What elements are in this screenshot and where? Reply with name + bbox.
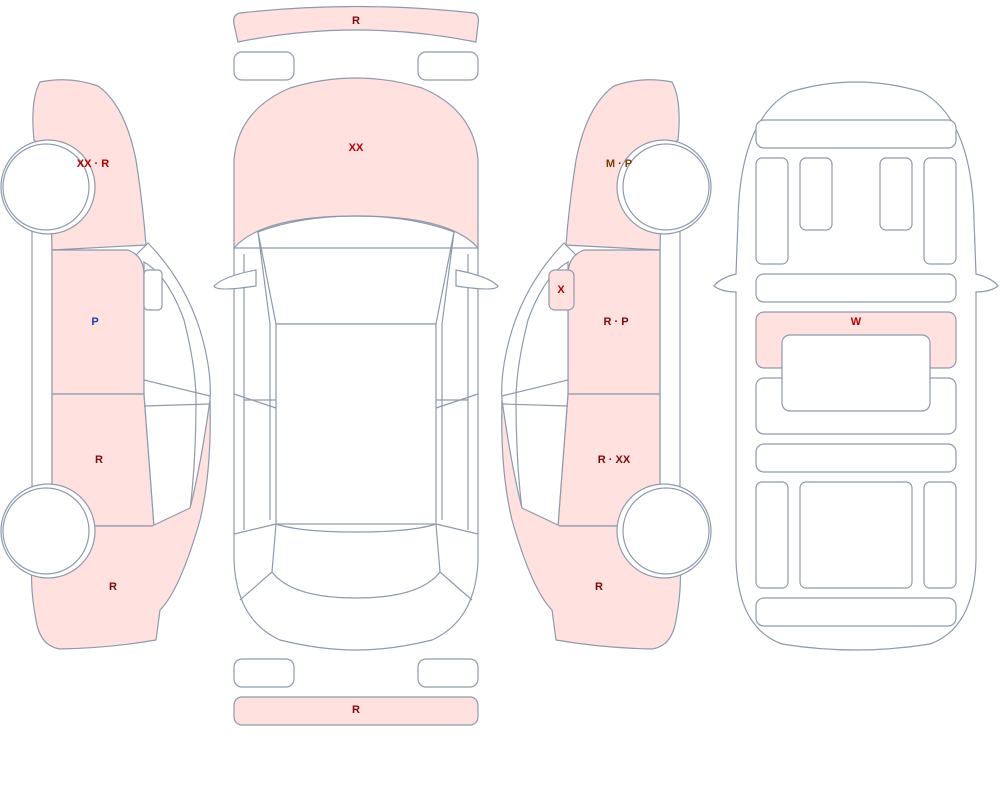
left-rear-quarter[interactable] xyxy=(30,399,211,650)
left-door-glass[interactable] xyxy=(143,260,197,527)
right-mirror[interactable] xyxy=(548,269,575,311)
trunk-lines xyxy=(233,523,479,601)
rear-bumper-label: R xyxy=(352,704,360,716)
front-bumper[interactable] xyxy=(233,5,480,43)
right-rear-quarter[interactable] xyxy=(501,399,682,650)
hood[interactable] xyxy=(233,77,479,250)
right-front-fender-label: M · P xyxy=(606,158,632,170)
rear-crossmember[interactable] xyxy=(755,443,957,473)
left-a-pillar-top xyxy=(257,231,271,520)
top-right-mirror[interactable] xyxy=(455,269,499,290)
right-taillight[interactable] xyxy=(417,658,479,688)
left-headlight[interactable] xyxy=(233,51,295,81)
right-front-wheel[interactable] xyxy=(622,143,710,231)
left-taillight[interactable] xyxy=(233,658,295,688)
right-headlight[interactable] xyxy=(417,51,479,81)
right-front-rail[interactable] xyxy=(923,157,957,265)
left-rear-door-label: R xyxy=(95,454,103,466)
right-b-pillar-top xyxy=(501,379,569,397)
left-door-seam xyxy=(233,393,277,409)
rear-panel[interactable] xyxy=(755,597,957,627)
left-front-rail[interactable] xyxy=(755,157,789,265)
front-crossmember[interactable] xyxy=(755,119,957,149)
right-door-glass[interactable] xyxy=(515,260,569,527)
right-rear-quarter-label: R xyxy=(595,581,603,593)
left-front-door-label: P xyxy=(91,316,98,328)
right-door-seam xyxy=(435,393,479,409)
right-side-view: M · P X R · P R · XX R xyxy=(501,79,712,650)
windshield xyxy=(257,215,455,325)
right-rear-wheel[interactable] xyxy=(622,487,710,575)
left-rear-rail[interactable] xyxy=(755,481,789,589)
left-inner-rail[interactable] xyxy=(799,157,833,231)
front-bumper-label: R xyxy=(352,15,360,27)
right-a-pillar-top xyxy=(441,231,455,520)
top-view: R XX R xyxy=(213,5,499,726)
left-front-fender-label: XX · R xyxy=(77,158,109,170)
left-rear-quarter-label: R xyxy=(109,581,117,593)
left-b-pillar-bottom xyxy=(143,403,211,407)
roof[interactable] xyxy=(275,323,437,525)
left-front-wheel[interactable] xyxy=(2,143,90,231)
left-b-pillar-top xyxy=(143,379,211,397)
hood-label: XX xyxy=(349,142,364,154)
right-front-door-label: R · P xyxy=(603,316,628,328)
dash-crossmember[interactable] xyxy=(755,273,957,303)
right-b-pillar-bottom xyxy=(501,403,569,407)
left-mirror[interactable] xyxy=(143,269,163,311)
right-a-pillar xyxy=(501,242,577,401)
top-left-mirror[interactable] xyxy=(213,269,257,290)
left-a-pillar xyxy=(135,242,211,401)
underbody-view: W xyxy=(713,81,999,651)
floor-pan[interactable] xyxy=(781,334,931,412)
right-mirror-label: X xyxy=(557,284,565,296)
floor-crossmember-label: W xyxy=(851,316,862,328)
rear-bumper[interactable] xyxy=(233,696,479,726)
trunk-floor[interactable] xyxy=(799,481,913,589)
right-rear-door-label: R · XX xyxy=(598,454,631,466)
right-inner-rail[interactable] xyxy=(879,157,913,231)
right-rear-rail[interactable] xyxy=(923,481,957,589)
left-rear-wheel[interactable] xyxy=(2,487,90,575)
left-side-view: XX · R P R R xyxy=(0,79,211,650)
